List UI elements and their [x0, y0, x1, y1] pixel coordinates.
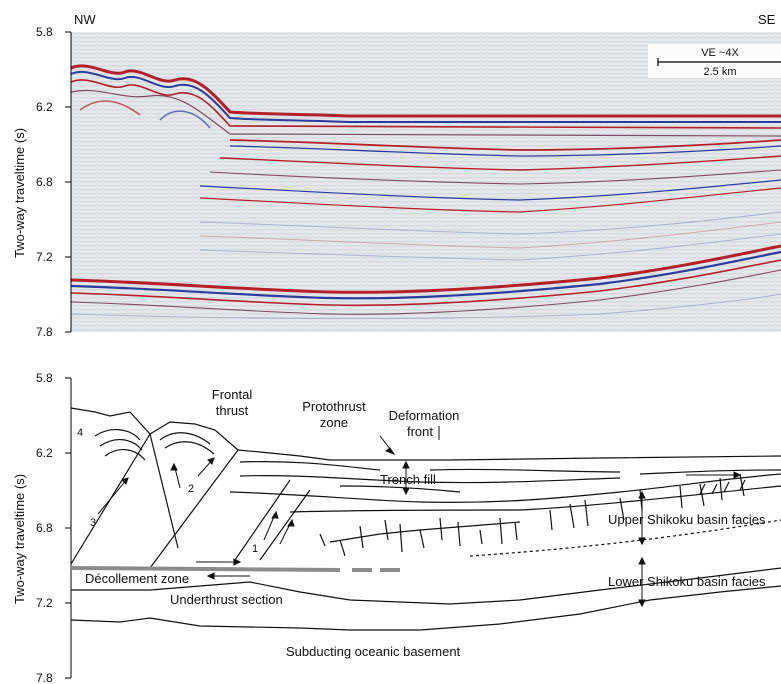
- label-lower-shikoku: Lower Shikoku basin facies: [608, 574, 766, 589]
- interpretation-panel: 5.8 6.2 6.8 7.2 7.8 Two-way traveltime (…: [12, 371, 781, 684]
- label-zone: zone: [320, 415, 348, 430]
- top-tick-5.8: 5.8: [36, 25, 53, 39]
- thrust-number-4: 4: [77, 427, 83, 439]
- bottom-tick-6.8: 6.8: [36, 521, 53, 535]
- top-tick-6.8: 6.8: [36, 175, 53, 189]
- label-decollement: Décollement zone: [85, 571, 189, 586]
- scale-distance: 2.5 km: [703, 66, 736, 78]
- decollement-line: [71, 568, 340, 570]
- se-label: SE: [758, 12, 776, 27]
- label-frontal: Frontal: [212, 387, 253, 402]
- scale-bar: VE ~4X 2.5 km: [648, 44, 781, 78]
- top-tick-7.2: 7.2: [36, 250, 53, 264]
- top-tick-7.8: 7.8: [36, 325, 53, 339]
- top-y-axis-label: Two-way traveltime (s): [12, 128, 27, 258]
- seismic-panel: 5.8 6.2 6.8 7.2 7.8 Two-way traveltime (…: [12, 12, 781, 339]
- top-y-ticks: 5.8 6.2 6.8 7.2 7.8: [36, 25, 71, 339]
- bottom-tick-7.2: 7.2: [36, 596, 53, 610]
- nw-label: NW: [74, 12, 96, 27]
- bottom-tick-7.8: 7.8: [36, 671, 53, 684]
- bottom-y-ticks: 5.8 6.2 6.8 7.2 7.8: [36, 371, 71, 684]
- label-basement: Subducting oceanic basement: [286, 644, 461, 659]
- top-tick-6.2: 6.2: [36, 100, 53, 114]
- label-trench-fill: Trench fill: [380, 472, 436, 487]
- label-underthrust: Underthrust section: [170, 592, 283, 607]
- thrust-number-3: 3: [90, 517, 96, 529]
- label-upper-shikoku: Upper Shikoku basin facies: [608, 512, 766, 527]
- scale-ve: VE ~4X: [701, 47, 739, 59]
- bottom-tick-6.2: 6.2: [36, 446, 53, 460]
- label-protothrust: Protothrust: [302, 399, 366, 414]
- thrust-number-2: 2: [188, 483, 194, 495]
- thrust-number-1: 1: [252, 543, 258, 555]
- bottom-tick-5.8: 5.8: [36, 371, 53, 385]
- label-front: front: [407, 424, 433, 439]
- bottom-y-axis-label: Two-way traveltime (s): [12, 474, 27, 604]
- label-thrust: thrust: [216, 403, 249, 418]
- label-deformation: Deformation: [389, 408, 460, 423]
